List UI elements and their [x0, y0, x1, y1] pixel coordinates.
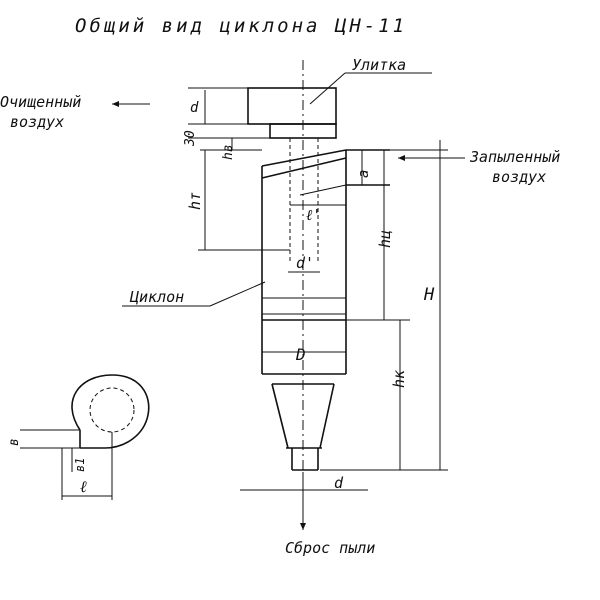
clean-air-label-2: воздух: [10, 113, 64, 131]
dim-H: H: [423, 285, 435, 305]
dim-l-plan: ℓ: [80, 477, 87, 496]
dim-b1: в1: [73, 458, 87, 472]
dim-ht: hт: [186, 192, 204, 210]
dim-D: D: [295, 345, 306, 364]
cyclone-cone: [261, 320, 347, 471]
volute-body: [247, 87, 337, 139]
dim-d-outlet: d': [296, 254, 314, 272]
drawing-title: Общий вид циклона ЦН-11: [75, 15, 407, 37]
cyclone-label: Циклон: [129, 288, 184, 306]
clean-air-label-1: Очищенный: [0, 93, 81, 111]
dim-30: 30: [183, 130, 198, 147]
volute-label: Улитка: [352, 56, 406, 74]
dim-hb: hв: [221, 144, 236, 160]
dim-d-bottom: d: [334, 474, 344, 492]
dim-hc: hц: [376, 230, 394, 248]
cyclone-cylinder: [261, 149, 347, 321]
dust-discharge-label: Сброс пыли: [285, 539, 375, 557]
plan-view: [60, 374, 150, 449]
dim-b: в: [7, 438, 22, 446]
dusty-air-label-1: Запыленный: [469, 148, 560, 166]
dim-l-inlet: ℓ': [306, 206, 321, 224]
dusty-air-label-2: воздух: [492, 168, 546, 186]
dim-hk: hк: [390, 369, 408, 388]
dim-a: а: [356, 170, 372, 178]
dim-d-top: d: [190, 100, 199, 116]
